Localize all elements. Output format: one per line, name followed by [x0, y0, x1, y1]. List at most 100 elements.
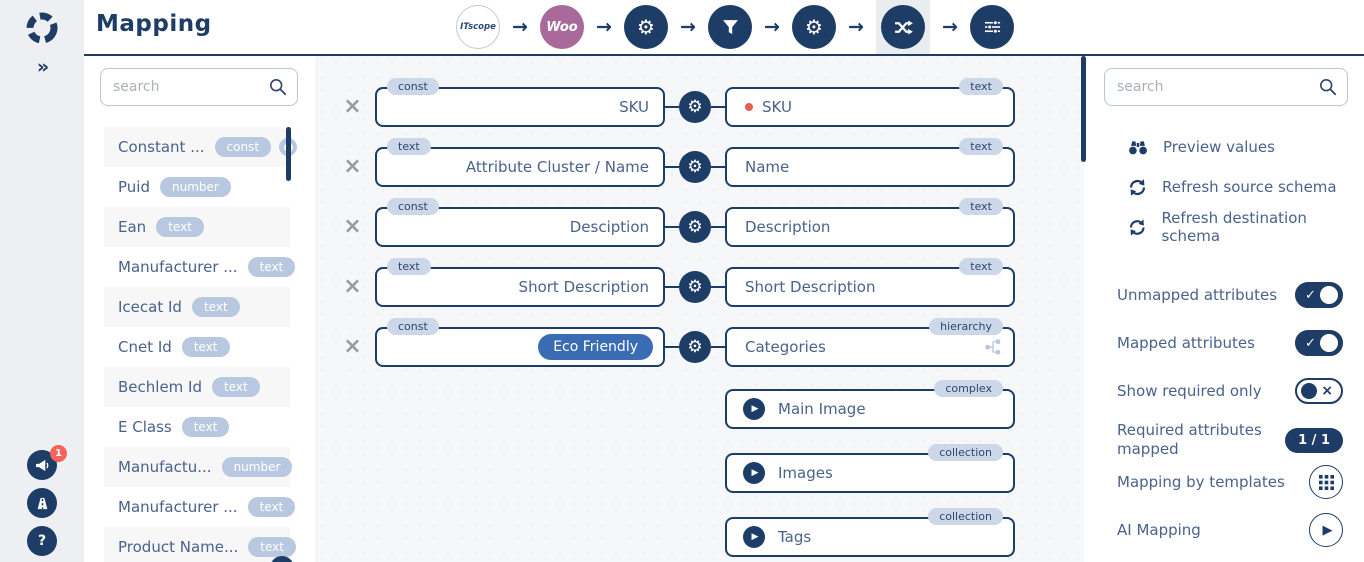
flow-step-field-settings[interactable] — [970, 0, 1014, 54]
destination-attribute-box[interactable]: text Short Description — [725, 258, 1015, 307]
refresh-destination-schema-button[interactable]: Refresh destination schema — [1128, 207, 1364, 247]
attribute-list-item[interactable]: Icecat Id text — [104, 287, 290, 327]
attribute-type-badge: const — [214, 137, 272, 157]
required-attributes-mapped-row: Required attributes mapped 1 / 1 — [1117, 418, 1343, 462]
source-attribute-box[interactable]: text Attribute Cluster / Name — [375, 138, 665, 187]
attribute-type-badge: text — [181, 417, 230, 437]
destination-group-box[interactable]: complex ▶ Main Image — [725, 380, 1015, 429]
attribute-label: Manufactu... — [118, 458, 212, 476]
attribute-list-scrollbar[interactable] — [286, 127, 291, 181]
connector-line — [665, 346, 679, 348]
source-attribute-box[interactable]: text Short Description — [375, 258, 665, 307]
remove-mapping-button[interactable]: × — [343, 154, 362, 179]
mapping-tools-panel: Preview values Refresh source schema — [1081, 56, 1364, 562]
mapping-by-templates-label: Mapping by templates — [1117, 473, 1285, 491]
attribute-type-badge: text — [212, 377, 260, 397]
attribute-list-item[interactable]: Manufacturer ... text — [104, 487, 296, 527]
required-indicator — [745, 103, 753, 111]
destination-group-box[interactable]: collection ▶ Images — [725, 444, 1015, 493]
expand-sidebar-chevron[interactable]: » — [36, 56, 49, 78]
show-required-only-row: Show required only ✓ × — [1117, 367, 1343, 415]
connector-line — [711, 286, 725, 288]
flow-step-mapping[interactable] — [876, 0, 930, 54]
toggle-knob — [1320, 334, 1338, 352]
flow-step-destination-connector[interactable]: Woo — [540, 0, 584, 54]
attribute-label: Cnet Id — [118, 338, 172, 356]
mapping-settings-button[interactable]: ⚙ — [679, 331, 711, 363]
grid-icon — [1318, 474, 1334, 490]
mapping-settings-button[interactable]: ⚙ — [679, 271, 711, 303]
panel-actions: Preview values Refresh source schema — [1128, 127, 1364, 247]
unmapped-attributes-toggle[interactable]: ✓ × — [1295, 282, 1343, 308]
mapping-settings-button[interactable]: ⚙ — [679, 211, 711, 243]
refresh-icon — [1129, 178, 1146, 196]
constant-value-pill[interactable]: Eco Friendly — [538, 334, 653, 360]
attribute-list-item[interactable]: Product Name... text — [104, 527, 296, 562]
destination-type-badge: text — [959, 78, 1003, 95]
ai-mapping-run-button[interactable]: ▶ — [1309, 513, 1343, 547]
mapping-settings-button[interactable]: ⚙ — [679, 151, 711, 183]
remove-mapping-button[interactable]: × — [343, 214, 362, 239]
destination-group-box[interactable]: collection ▶ Tags — [725, 508, 1015, 557]
clipped-floating-button[interactable] — [270, 556, 294, 562]
mapping-templates-button[interactable] — [1309, 465, 1343, 499]
binoculars-icon — [1129, 140, 1147, 154]
attributes-search-input[interactable] — [100, 68, 298, 106]
attribute-list-item[interactable]: Constant ... const — [104, 127, 298, 167]
expand-group-button[interactable]: ▶ — [743, 462, 765, 484]
notification-badge: 1 — [50, 445, 67, 462]
tools-panel-scrollbar[interactable] — [1081, 56, 1086, 162]
attribute-list-item[interactable]: Manufactu... number — [104, 447, 293, 487]
flow-arrow-icon: → — [848, 16, 864, 38]
expand-group-button[interactable]: ▶ — [743, 526, 765, 548]
ai-mapping-row: AI Mapping ▶ — [1117, 508, 1343, 552]
attribute-label: E Class — [118, 418, 172, 436]
remove-mapping-button[interactable]: × — [343, 334, 362, 359]
destination-attribute-box[interactable]: text Description — [725, 198, 1015, 247]
ai-mapping-label: AI Mapping — [1117, 521, 1201, 539]
help-button[interactable]: ? — [27, 526, 57, 556]
announcements-button[interactable]: 1 — [27, 445, 67, 480]
flow-step-destination-settings[interactable]: ⚙ — [792, 0, 836, 54]
connector-line — [665, 226, 679, 228]
attribute-list-item[interactable]: Manufacturer ... text — [104, 247, 296, 287]
source-attribute-label: SKU — [619, 98, 649, 116]
roadmap-button[interactable] — [27, 488, 57, 518]
refresh-source-schema-button[interactable]: Refresh source schema — [1128, 167, 1364, 207]
show-required-only-toggle[interactable]: ✓ × — [1295, 378, 1343, 404]
toggle-knob — [1320, 286, 1338, 304]
unmapped-attributes-label: Unmapped attributes — [1117, 286, 1278, 304]
attribute-list-item[interactable]: Puid number — [104, 167, 290, 207]
expand-group-button[interactable]: ▶ — [743, 398, 765, 420]
destination-search-input[interactable] — [1104, 68, 1348, 106]
source-attribute-box[interactable]: const SKU — [375, 78, 665, 127]
remove-mapping-button[interactable]: × — [343, 274, 362, 299]
play-icon: ▶ — [751, 468, 759, 478]
attribute-list-item[interactable]: Bechlem Id text — [104, 367, 290, 407]
flow-step-source-settings[interactable]: ⚙ — [624, 0, 668, 54]
mapped-attributes-toggle[interactable]: ✓ × — [1295, 330, 1343, 356]
destination-attribute-label: SKU — [762, 98, 792, 116]
remove-mapping-button[interactable]: × — [343, 94, 362, 119]
attribute-label: Manufacturer ... — [118, 258, 238, 276]
destination-only-rows: complex ▶ Main Image collection ▶ Images… — [725, 380, 1015, 557]
attribute-type-badge: text — [247, 497, 296, 517]
mapping-settings-button[interactable]: ⚙ — [679, 91, 711, 123]
flow-step-filter[interactable] — [708, 0, 752, 54]
attribute-type-badge: number — [159, 177, 231, 197]
destination-attribute-box[interactable]: hierarchy Categories — [725, 318, 1015, 367]
source-attribute-box[interactable]: const Eco Friendly — [375, 318, 665, 367]
woocommerce-logo: Woo — [540, 5, 584, 49]
source-attribute-box[interactable]: const Desciption — [375, 198, 665, 247]
attribute-list-item[interactable]: Cnet Id text — [104, 327, 290, 367]
attribute-list-item[interactable]: E Class text — [104, 407, 290, 447]
destination-attribute-box[interactable]: text Name — [725, 138, 1015, 187]
connector-line — [665, 286, 679, 288]
page-header: Mapping ITscope → Woo → ⚙ → → — [84, 0, 1364, 56]
attributes-search — [100, 68, 298, 106]
preview-values-button[interactable]: Preview values — [1128, 127, 1364, 167]
flow-step-source-connector[interactable]: ITscope — [456, 0, 500, 54]
attribute-list-item[interactable]: Ean text — [104, 207, 290, 247]
source-type-badge: const — [387, 318, 439, 335]
destination-attribute-box[interactable]: text SKU — [725, 78, 1015, 127]
